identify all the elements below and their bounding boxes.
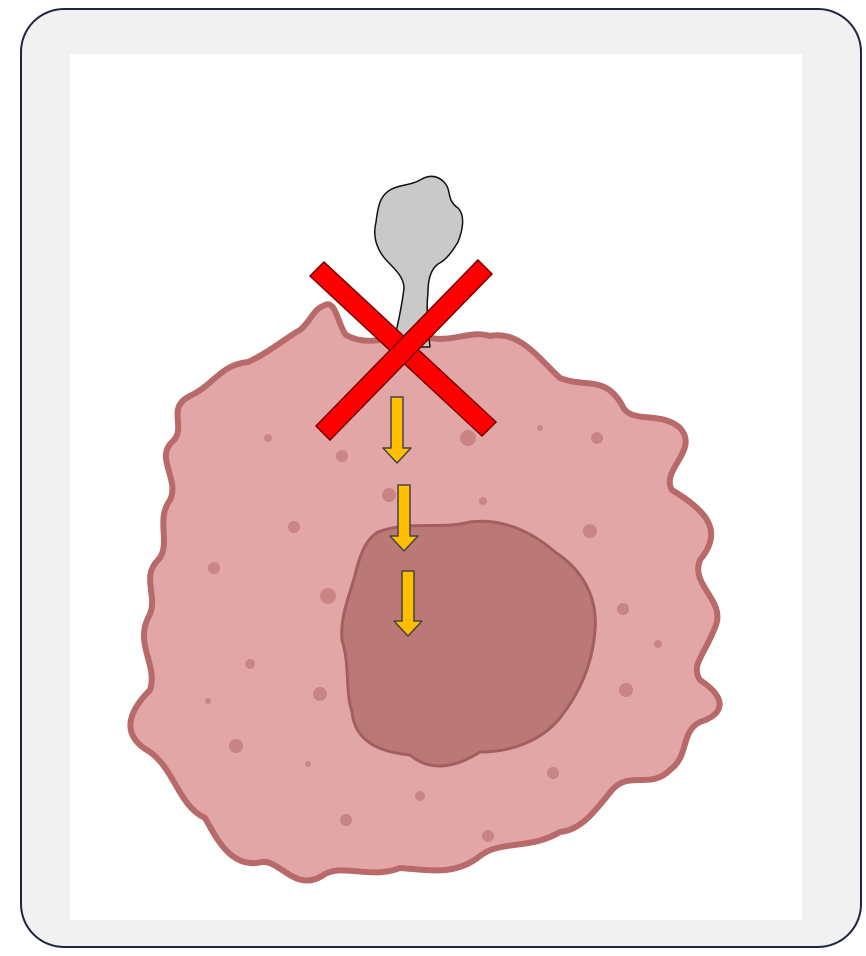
granule: [654, 640, 662, 648]
granule: [415, 791, 425, 801]
granule: [245, 659, 255, 669]
granule: [208, 562, 220, 574]
granule: [205, 698, 211, 704]
granule: [288, 521, 300, 533]
granule: [619, 683, 633, 697]
granule: [320, 588, 336, 604]
granule: [264, 434, 272, 442]
granule: [591, 432, 603, 444]
granule: [537, 425, 543, 431]
granule: [340, 814, 352, 826]
granule: [547, 767, 559, 779]
granule: [313, 687, 327, 701]
granule: [479, 497, 487, 505]
granule: [229, 739, 243, 753]
granule: [482, 830, 494, 842]
granule: [460, 430, 476, 446]
granule: [336, 450, 348, 462]
granule: [305, 761, 311, 767]
granule: [617, 603, 629, 615]
granule: [583, 524, 597, 538]
granule: [382, 488, 396, 502]
